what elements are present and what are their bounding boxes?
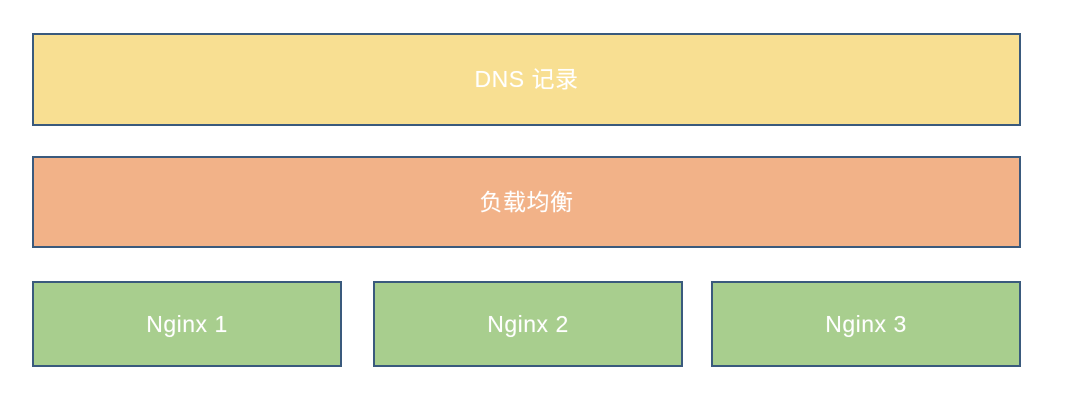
dns-records-label: DNS 记录 <box>474 66 579 92</box>
dns-records-node[interactable]: DNS 记录 <box>32 33 1021 126</box>
nginx-2-label: Nginx 2 <box>487 310 569 337</box>
nginx-1-label: Nginx 1 <box>146 310 228 337</box>
load-balancer-node[interactable]: 负载均衡 <box>32 156 1021 248</box>
nginx-3-node[interactable]: Nginx 3 <box>711 281 1021 367</box>
nginx-1-node[interactable]: Nginx 1 <box>32 281 342 367</box>
nginx-2-node[interactable]: Nginx 2 <box>373 281 683 367</box>
nginx-3-label: Nginx 3 <box>825 310 907 337</box>
load-balancer-label: 负载均衡 <box>479 188 574 215</box>
